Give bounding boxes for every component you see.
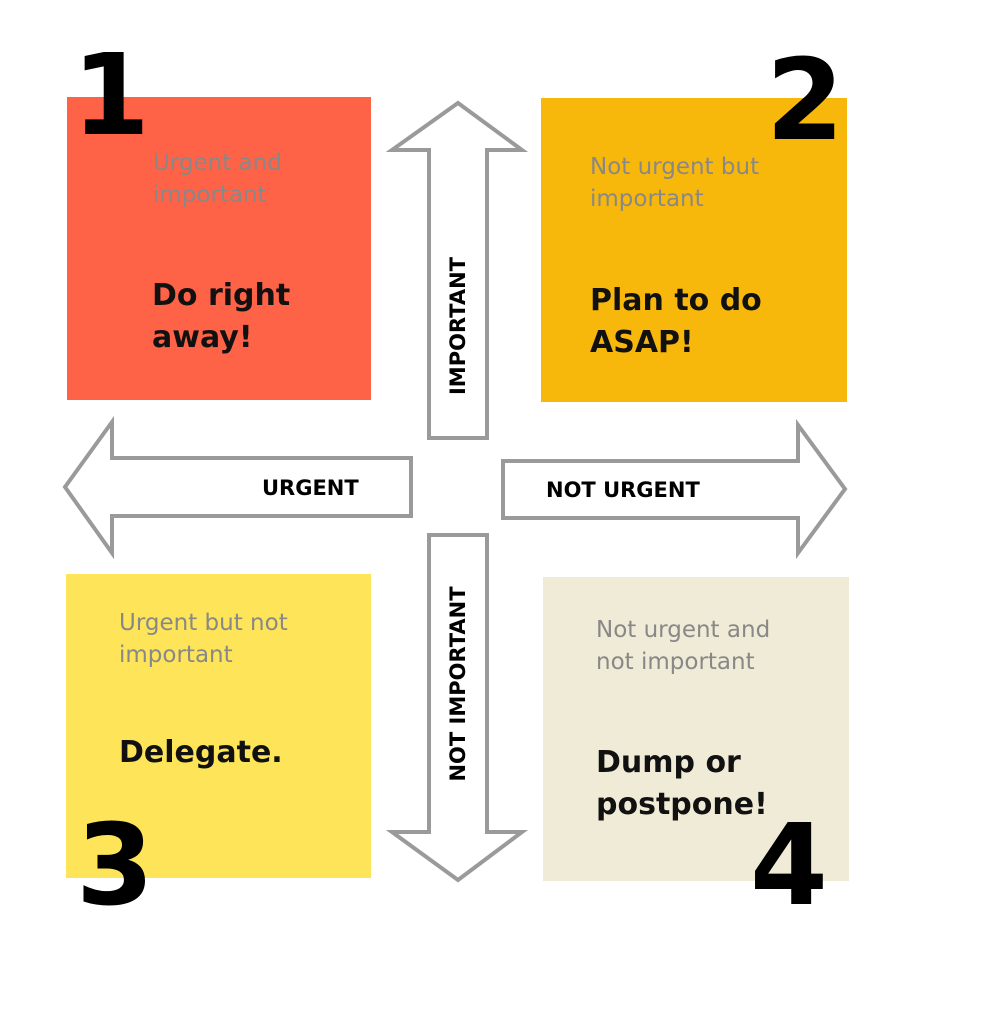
subtitle-line: important (119, 642, 233, 668)
action-line: ASAP! (590, 325, 694, 360)
action-line: Delegate. (119, 735, 283, 770)
subtitle-line: Urgent but not (119, 610, 288, 636)
quadrant-action: Delegate. (119, 732, 283, 774)
action-line: Do right (152, 278, 291, 313)
not-urgent-arrow (501, 418, 848, 560)
quadrant-subtitle: Urgent and important (153, 147, 282, 211)
subtitle-line: important (590, 186, 704, 212)
subtitle-line: Not urgent but (590, 154, 760, 180)
subtitle-line: not important (596, 649, 755, 675)
action-line: Dump or (596, 745, 741, 780)
quadrant-action: Plan to do ASAP! (590, 280, 762, 364)
quadrant-urgent-not-important: Urgent but not important Delegate. (66, 574, 371, 878)
quadrant-not-urgent-important: Not urgent but important Plan to do ASAP… (541, 98, 847, 402)
subtitle-line: important (153, 182, 267, 208)
urgent-label: URGENT (262, 476, 359, 500)
quadrant-number-2: 2 (766, 36, 844, 166)
quadrant-urgent-important: Urgent and important Do right away! (67, 97, 371, 400)
action-line: away! (152, 320, 253, 355)
quadrant-number-4: 4 (750, 801, 828, 931)
not-important-label: NOT IMPORTANT (446, 586, 470, 782)
action-line: postpone! (596, 787, 768, 822)
quadrant-subtitle: Urgent but not important (119, 607, 288, 671)
quadrant-subtitle: Not urgent but important (590, 151, 759, 215)
quadrant-subtitle: Not urgent and not important (596, 614, 770, 678)
action-line: Plan to do (590, 283, 762, 318)
not-important-arrow (385, 533, 528, 883)
important-label: IMPORTANT (446, 256, 470, 396)
urgent-arrow (62, 415, 413, 560)
subtitle-line: Not urgent and (596, 617, 771, 643)
important-arrow (385, 100, 529, 440)
not-urgent-label: NOT URGENT (546, 478, 700, 502)
quadrant-number-1: 1 (72, 31, 150, 161)
quadrant-action: Dump or postpone! (596, 742, 768, 826)
subtitle-line: Urgent and (153, 150, 282, 176)
quadrant-action: Do right away! (152, 275, 290, 359)
quadrant-number-3: 3 (76, 801, 154, 931)
quadrant-not-urgent-not-important: Not urgent and not important Dump or pos… (543, 577, 849, 881)
